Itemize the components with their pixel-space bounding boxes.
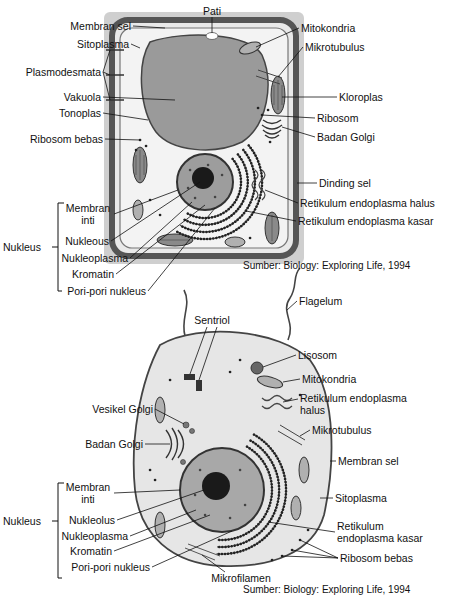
part-label: Dinding sel — [319, 177, 371, 189]
source-credit: Sumber: Biology: Exploring Life, 1994 — [243, 584, 410, 596]
lysosome — [251, 362, 263, 374]
cell-membrane — [134, 332, 332, 566]
part-label: Mikrotubulus — [312, 424, 372, 436]
part-label: Sentriol — [194, 314, 230, 326]
part-label: Kloroplas — [339, 91, 383, 103]
mitochondrion — [256, 374, 284, 390]
mitochondrion — [299, 457, 309, 483]
part-label: Pori-pori nukleus — [71, 561, 150, 573]
golgi-vesicle — [181, 460, 186, 465]
part-label: Nukleoplasma — [61, 252, 128, 264]
chromatin — [195, 470, 245, 518]
part-label: Tonoplas — [59, 107, 101, 119]
part-label: Badan Golgi — [85, 438, 143, 450]
nucleus — [180, 448, 264, 532]
part-label: Vakuola — [64, 91, 101, 103]
er-ribosomes — [177, 145, 263, 239]
part-label: Membran sel — [338, 455, 399, 467]
group-label: Nukleus — [3, 515, 41, 527]
part-label: Membran inti — [64, 481, 112, 505]
mitochondrion — [238, 40, 262, 57]
part-label: Plasmodesmata — [26, 66, 101, 78]
group-label: Nukleus — [3, 241, 41, 253]
part-label: Kromatin — [70, 545, 112, 557]
leader-lines — [114, 301, 338, 572]
free-ribosomes — [150, 360, 308, 560]
rough-er — [177, 145, 263, 239]
nucleus — [177, 154, 233, 210]
smooth-er — [252, 170, 265, 200]
golgi-vesicle — [183, 422, 189, 428]
plasmodesmata — [106, 50, 124, 100]
part-label: Membran inti — [64, 202, 112, 226]
flagellum — [184, 290, 187, 336]
part-label: Retikulum endoplasma halus — [300, 392, 415, 416]
part-label: Mikrotubulus — [305, 41, 365, 53]
part-label: Retikulum endoplasma kasar — [337, 520, 437, 544]
part-label: Nukleous — [65, 235, 109, 247]
part-label: Mikrofilamen — [211, 572, 271, 584]
vacuole — [141, 35, 267, 150]
smooth-er — [262, 396, 292, 409]
part-label: Nukleoplasma — [61, 530, 128, 542]
part-label: Ribosom bebas — [30, 133, 103, 145]
starch-grain — [206, 33, 218, 40]
grana-lines — [136, 80, 282, 241]
part-label: Sitoplasma — [77, 38, 129, 50]
part-label: Badan Golgi — [317, 131, 375, 143]
golgi-body — [262, 120, 282, 138]
part-label: Membran sel — [70, 20, 131, 32]
nucleolus — [202, 472, 230, 500]
part-label: Ribosom — [317, 112, 358, 124]
mitochondrion — [291, 496, 301, 520]
microfilaments — [185, 544, 220, 560]
mitochondrion — [133, 200, 143, 220]
part-label: Kromatin — [72, 268, 114, 280]
golgi-vesicle — [190, 429, 195, 434]
part-label: Flagelum — [299, 295, 342, 307]
centriole — [184, 374, 195, 380]
source-credit: Sumber: Biology: Exploring Life, 1994 — [243, 260, 410, 272]
part-label: Pori-pori nukleus — [67, 285, 146, 297]
leader-lines — [103, 17, 337, 291]
part-label: Vesikel Golgi — [92, 403, 153, 415]
part-label: Retikulum endoplasma halus — [300, 197, 435, 209]
part-label: Pati — [203, 5, 221, 17]
part-label: Mitokondria — [302, 373, 356, 385]
cell-wall — [112, 20, 296, 256]
part-label: Lisosom — [298, 349, 337, 361]
mitochondrion — [225, 237, 245, 247]
centriole — [196, 380, 202, 391]
chromatin — [188, 165, 222, 198]
free-ribosomes — [136, 108, 270, 238]
part-label: Mitokondria — [301, 22, 355, 34]
part-label: Ribosom bebas — [340, 552, 413, 564]
part-label: Nukleolus — [69, 514, 115, 526]
plasma-membrane — [120, 28, 288, 248]
part-label: Retikulum endoplasma kasar — [298, 215, 433, 227]
nucleus-bracket — [52, 203, 64, 291]
nucleolus — [192, 167, 214, 189]
part-label: Sitoplasma — [335, 492, 387, 504]
